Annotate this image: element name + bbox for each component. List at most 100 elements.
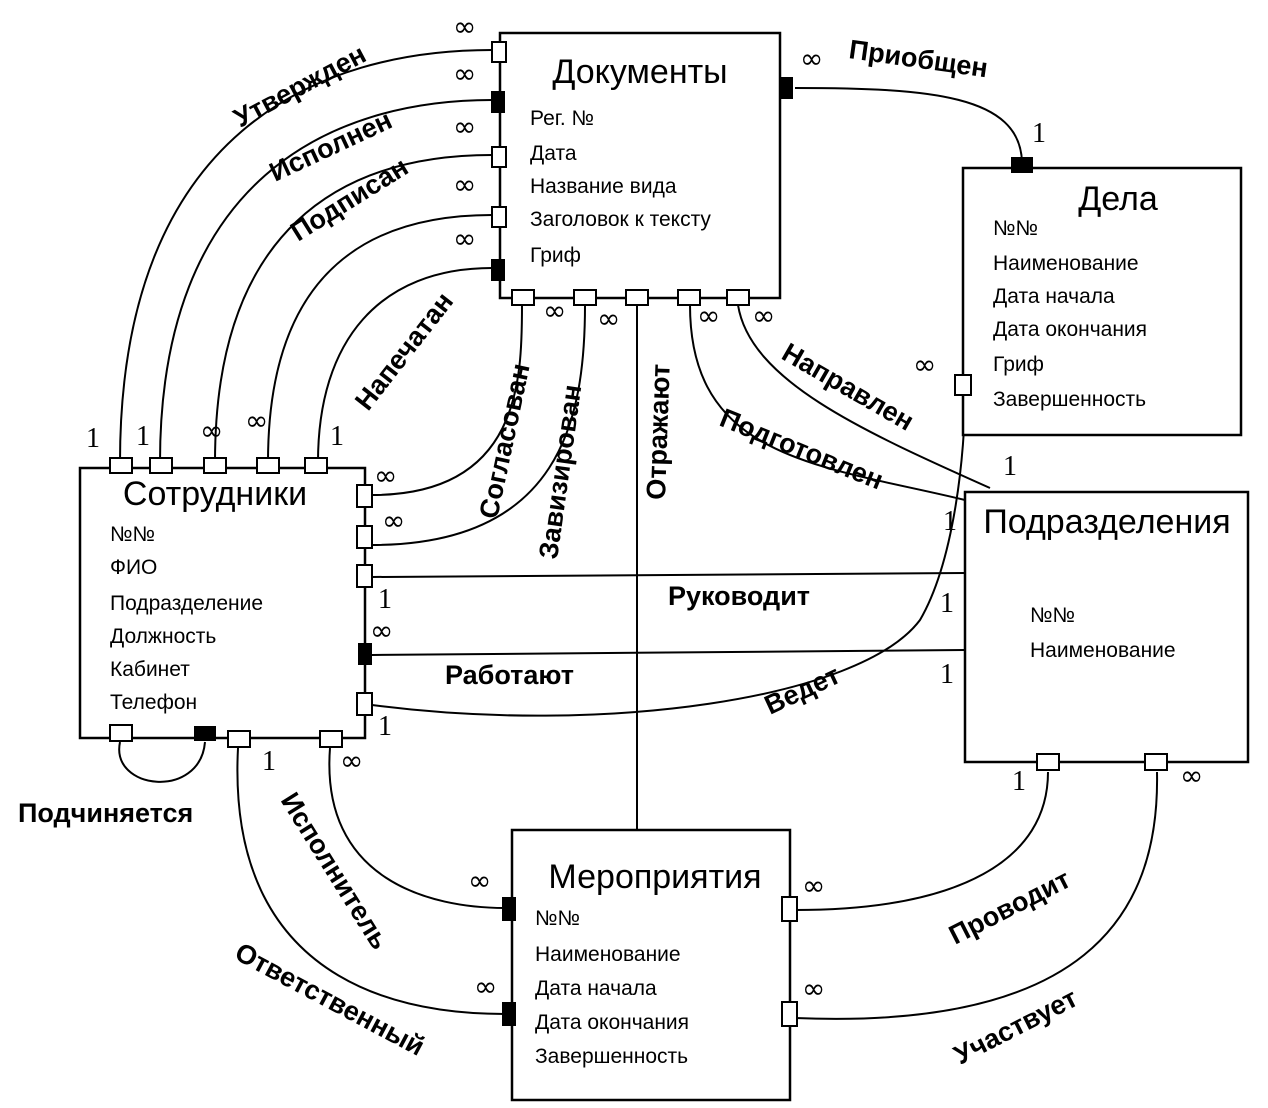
card-one: 1 (940, 588, 954, 619)
line-executor (328, 747, 506, 909)
label-keeps: Ведет (760, 660, 845, 721)
card-many: ∞ (200, 414, 223, 447)
label-participates: Участвует (949, 983, 1082, 1071)
port-open (726, 289, 750, 306)
label-attached: Приобщен (847, 34, 990, 83)
line-prepared (689, 304, 966, 501)
label-work: Работают (445, 660, 574, 690)
port-filled (1011, 157, 1033, 173)
card-many: ∞ (800, 42, 823, 75)
entity-title: Дела (1078, 180, 1158, 218)
card-many: ∞ (453, 110, 476, 143)
card-one: 1 (378, 711, 392, 742)
card-many: ∞ (374, 459, 397, 492)
entity-attribute: Наименование (1030, 639, 1176, 662)
line-manages (371, 572, 966, 578)
card-many: ∞ (597, 302, 620, 335)
port-filled (358, 643, 372, 665)
card-many: ∞ (913, 348, 936, 381)
entity-departments: Подразделения №№ Наименование (963, 490, 1250, 764)
label-endorsed: Завизирован (533, 383, 587, 561)
entity-attribute: Название вида (530, 175, 677, 198)
entity-attribute: Кабинет (110, 658, 190, 681)
port-open (781, 1001, 798, 1027)
entity-box (78, 466, 367, 740)
line-sent (737, 304, 991, 489)
line-participates (794, 771, 1159, 1020)
port-open (625, 289, 649, 306)
port-open (491, 206, 507, 228)
line-signed (214, 154, 493, 463)
entity-attribute: Наименование (993, 252, 1139, 275)
port-open (491, 146, 507, 168)
card-many: ∞ (245, 404, 268, 437)
label-conducts: Проводит (944, 864, 1075, 951)
port-filled (491, 259, 505, 281)
port-open (256, 457, 280, 474)
card-many: ∞ (453, 10, 476, 43)
entity-cases: Дела №№ Наименование Дата начала Дата ок… (961, 166, 1243, 437)
port-filled (502, 1002, 516, 1026)
card-many: ∞ (752, 299, 775, 332)
port-open (1144, 753, 1168, 771)
entity-box (961, 166, 1243, 437)
line-typed (267, 214, 493, 463)
port-open (356, 525, 373, 549)
port-open (781, 896, 798, 922)
line-attached (794, 87, 1023, 163)
port-filled (779, 77, 793, 99)
port-open (573, 289, 597, 306)
entity-box (498, 31, 782, 300)
cardinality-marks: ∞ ∞ ∞ ∞ ∞ ∞ 1 ∞ ∞ ∞ ∞ ∞ 1 1 1 ∞ ∞ 1 ∞ ∞ … (86, 10, 1203, 1005)
entity-box (510, 828, 792, 1102)
card-many: ∞ (474, 970, 497, 1003)
card-many: ∞ (453, 57, 476, 90)
entity-events: Мероприятия №№ Наименование Дата начала … (510, 828, 792, 1102)
label-printed: Напечатан (349, 287, 459, 416)
entity-attribute: Дата окончания (535, 1011, 689, 1034)
entity-attribute: №№ (535, 907, 580, 930)
card-many: ∞ (453, 168, 476, 201)
entity-attribute: Дата окончания (993, 318, 1147, 341)
entity-attribute: Телефон (110, 691, 197, 714)
entity-attribute: Заголовок к тексту (530, 208, 711, 231)
entity-attribute: Подразделение (110, 592, 263, 615)
card-many: ∞ (697, 299, 720, 332)
entity-attribute: Дата (530, 142, 577, 165)
port-open (109, 457, 133, 474)
label-subordinate: Подчиняется (18, 798, 193, 828)
card-one: 1 (262, 746, 276, 777)
card-many: ∞ (340, 744, 363, 777)
line-keeps (371, 394, 966, 717)
entity-attribute: Наименование (535, 943, 681, 966)
card-one: 1 (330, 421, 344, 452)
line-agreed (371, 304, 523, 496)
port-open (356, 564, 373, 588)
card-one: 1 (378, 584, 392, 615)
line-responsible (236, 747, 506, 1015)
card-many: ∞ (802, 869, 825, 902)
label-manages: Руководит (668, 581, 810, 611)
line-subordinate (118, 741, 206, 783)
port-open (356, 484, 373, 508)
line-printed (317, 267, 493, 463)
label-approved: Утвержден (229, 39, 371, 134)
entity-attribute: №№ (110, 523, 155, 546)
port-open (227, 730, 251, 748)
card-many: ∞ (802, 972, 825, 1005)
entity-attribute: Завершенность (993, 388, 1146, 411)
entity-title: Мероприятия (548, 858, 761, 896)
port-open (954, 374, 972, 396)
card-many: ∞ (1180, 759, 1203, 792)
label-prepared: Подготовлен (716, 403, 888, 496)
card-one: 1 (1012, 766, 1026, 797)
entity-employees: Сотрудники №№ ФИО Подразделение Должност… (78, 466, 367, 740)
port-markers (109, 41, 1168, 1027)
port-open (203, 457, 227, 474)
line-endorsed (371, 304, 586, 546)
line-conducts (794, 771, 1049, 911)
label-reflect: Отражают (641, 363, 676, 500)
port-filled (491, 91, 505, 113)
card-one: 1 (1003, 451, 1017, 482)
